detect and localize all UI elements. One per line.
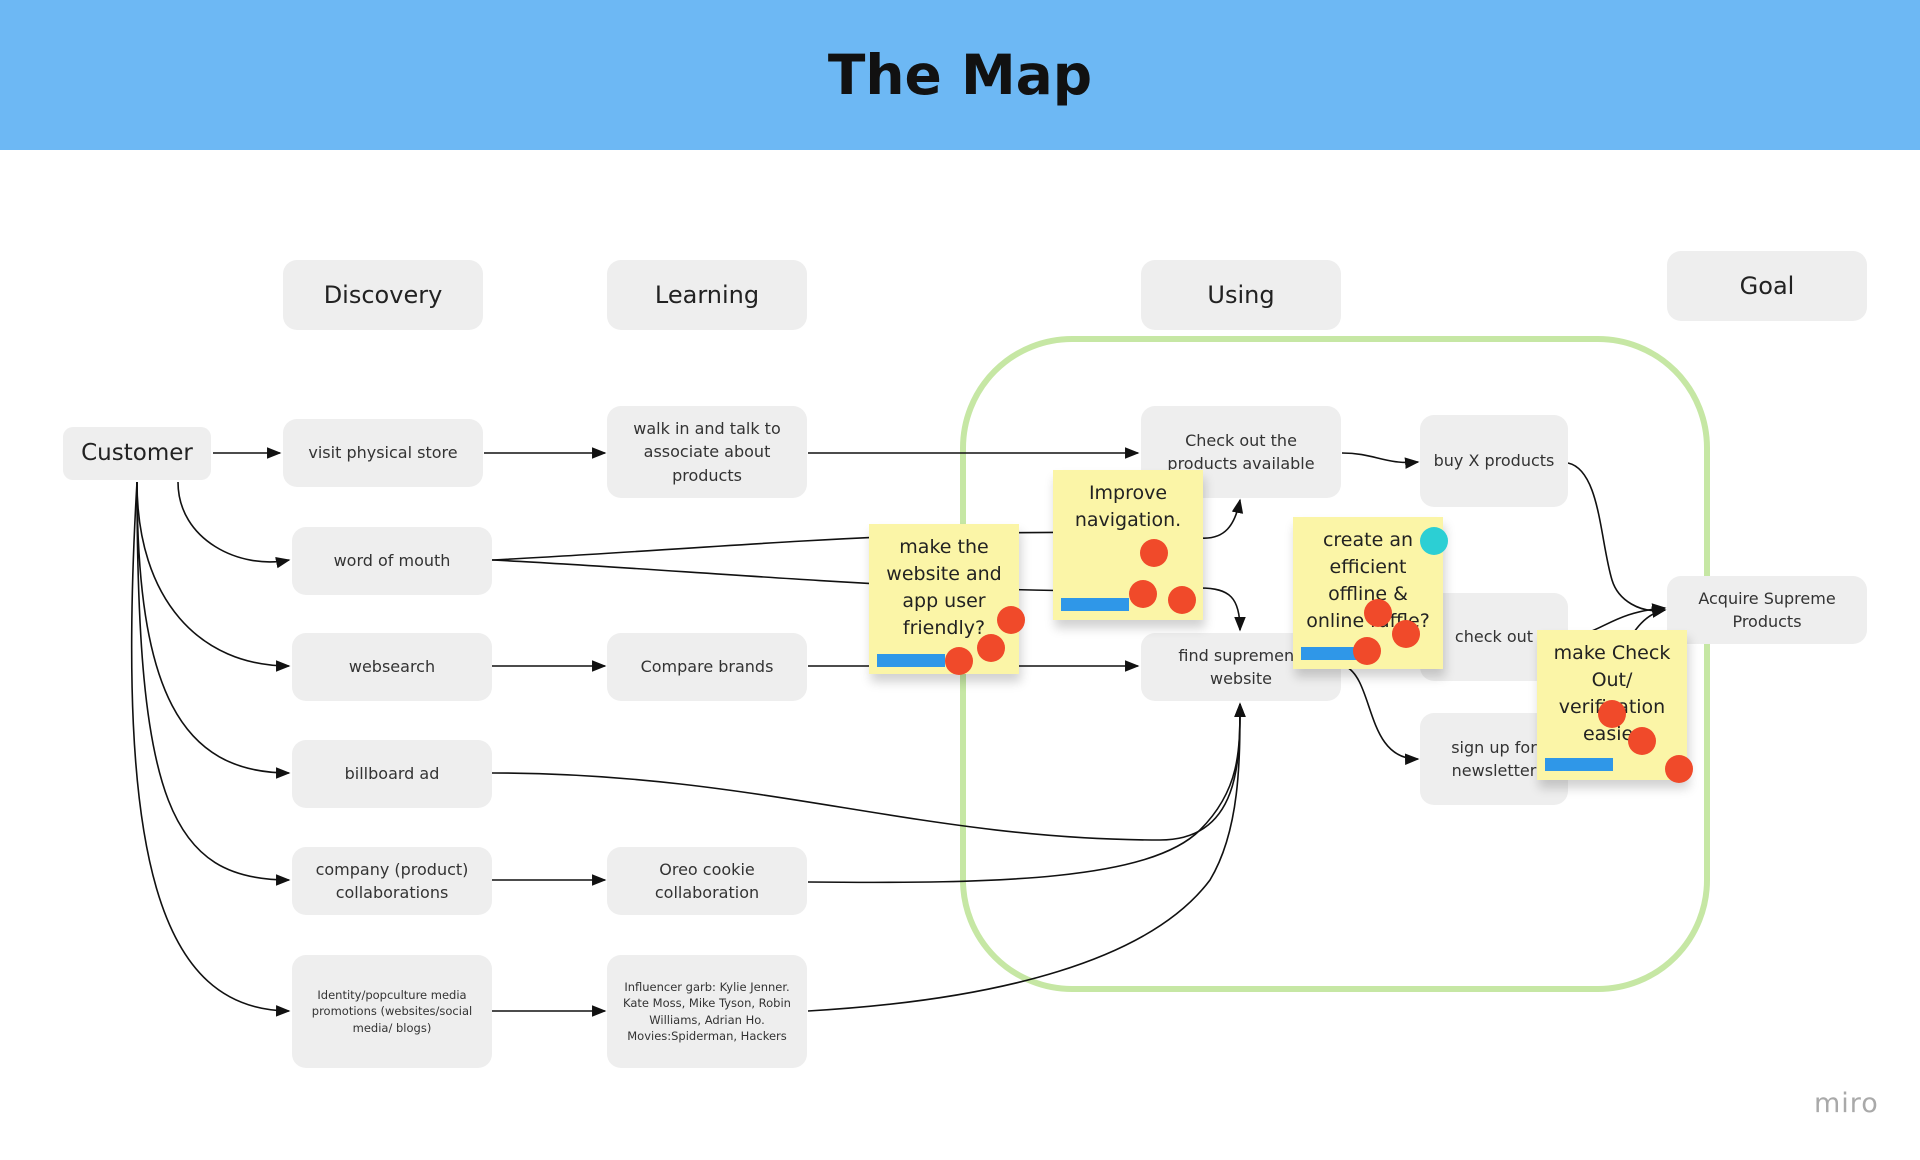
header-bar [0,0,1920,150]
node-oreo[interactable]: Oreo cookie collaboration [607,847,807,915]
vote-dot[interactable] [1140,539,1168,567]
miro-logo: miro [1814,1088,1879,1119]
sticky-checkout-easier-text: make Check Out/ verification easier [1553,642,1671,745]
node-identity-media[interactable]: Identity/popculture media promotions (we… [292,955,492,1068]
node-visit-store[interactable]: visit physical store [283,419,483,487]
vote-dot[interactable] [997,606,1025,634]
vote-dot[interactable] [945,647,973,675]
vote-dot[interactable] [1364,599,1392,627]
vote-dot[interactable] [1598,700,1626,728]
sticky-user-friendly-text: make the website and app user friendly? [886,536,1002,639]
vote-dot[interactable] [1628,727,1656,755]
edge-influencer-find [807,702,1246,1012]
edge-customer-collab [136,481,291,886]
vote-dot[interactable] [1392,620,1420,648]
node-compare-brands[interactable]: Compare brands [607,633,807,701]
node-influencer[interactable]: Influencer garb: Kylie Jenner. Kate Moss… [607,955,807,1068]
sticky-tag [1061,598,1129,611]
edge-check-buy [1341,452,1420,469]
stage-using[interactable]: Using [1141,260,1341,330]
edge-customer-websearch [136,481,291,672]
vote-dot[interactable] [1168,586,1196,614]
edge-buy-acquire [1567,462,1667,618]
sticky-tag [1545,758,1613,771]
sticky-tag [1301,647,1369,660]
sticky-tag [877,654,945,667]
stage-goal[interactable]: Goal [1667,251,1867,321]
sticky-navigation-text: Improve navigation. [1074,482,1182,531]
edge-find-newsletter [1344,665,1420,765]
vote-dot[interactable] [1665,755,1693,783]
board-title: The Map [827,43,1093,107]
edge-customer-billboard [136,481,291,779]
node-newsletter[interactable]: sign up for newsletter [1420,713,1568,805]
vote-dot[interactable] [977,634,1005,662]
stage-learning[interactable]: Learning [607,260,807,330]
customer-node[interactable]: Customer [63,427,211,480]
node-word-of-mouth[interactable]: word of mouth [292,527,492,595]
node-collaborations[interactable]: company (product) collaborations [292,847,492,915]
vote-dot[interactable] [1129,580,1157,608]
edge-oreo-find [807,702,1246,884]
vote-dot[interactable] [1353,637,1381,665]
edge-customer-wom [177,481,291,569]
node-buy-products[interactable]: buy X products [1420,415,1568,507]
node-websearch[interactable]: websearch [292,633,492,701]
edge-billboard-find [491,702,1246,841]
stage-discovery[interactable]: Discovery [283,260,483,330]
node-walk-in[interactable]: walk in and talk to associate about prod… [607,406,807,498]
teal-dot[interactable] [1420,527,1448,555]
node-acquire-products[interactable]: Acquire Supreme Products [1667,576,1867,644]
node-billboard[interactable]: billboard ad [292,740,492,808]
edge-customer-identity [130,481,291,1017]
